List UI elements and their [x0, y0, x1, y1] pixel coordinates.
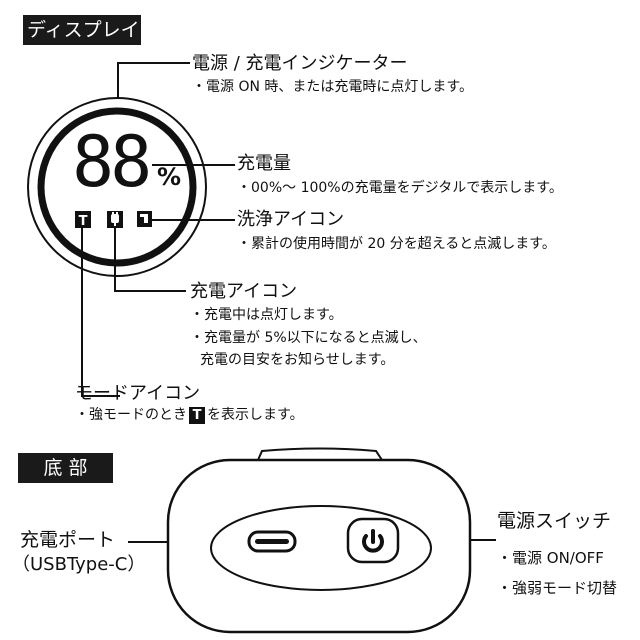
- indicator-ring: [37, 107, 197, 267]
- wash-icon-desc: ・累計の使用時間が 20 分を超えると点滅します。: [237, 236, 556, 252]
- charge-icon: [107, 211, 123, 228]
- charge-icon-title: 充電アイコン: [190, 281, 298, 302]
- lcd-percent: %: [157, 163, 182, 191]
- wash-icon: [137, 211, 152, 227]
- display-section-title: ディスプレイ: [23, 15, 141, 45]
- charge-port-title: 充電ポート: [20, 529, 116, 551]
- bottom-section-title: 底 部: [18, 453, 113, 483]
- charge-port-subtitle: （USBType-C）: [12, 554, 146, 575]
- mode-icon: [75, 211, 91, 228]
- charge-level-desc: ・00%〜 100%の充電量をデジタルで表示します。: [237, 180, 563, 196]
- mode-icon-title: モードアイコン: [75, 383, 201, 404]
- device-inner-panel: [210, 505, 432, 591]
- power-switch-title: 電源スイッチ: [497, 510, 612, 532]
- wash-icon-title: 洗浄アイコン: [237, 209, 345, 230]
- power-switch-desc-1: ・電源 ON/OFF: [497, 549, 604, 567]
- lcd-digits: 88: [72, 121, 152, 203]
- indicator-desc: ・電源 ON 時、または充電時に点灯します。: [192, 79, 473, 95]
- mode-icon-desc-before: ・強モードのとき: [75, 407, 187, 423]
- charge-icon-desc-3: 充電の目安をお知らせします。: [200, 352, 395, 368]
- usb-c-port: [247, 530, 297, 553]
- charge-icon-desc-2: ・充電量が 5%以下になると点滅し、: [190, 330, 427, 346]
- svg-text:T: T: [79, 214, 88, 229]
- indicator-title: 電源 / 充電インジケーター: [192, 53, 408, 74]
- power-button: [346, 517, 400, 564]
- power-switch-desc-2: ・強弱モード切替: [497, 579, 618, 597]
- power-icon: [362, 529, 384, 553]
- mode-t-icon: T: [189, 406, 205, 424]
- charge-icon-desc-1: ・充電中は点灯します。: [190, 307, 343, 323]
- mode-icon-desc-after: を表示します。: [207, 407, 304, 423]
- charge-level-title: 充電量: [237, 153, 291, 174]
- device-body: [166, 458, 472, 634]
- device-top-tab: [257, 447, 383, 461]
